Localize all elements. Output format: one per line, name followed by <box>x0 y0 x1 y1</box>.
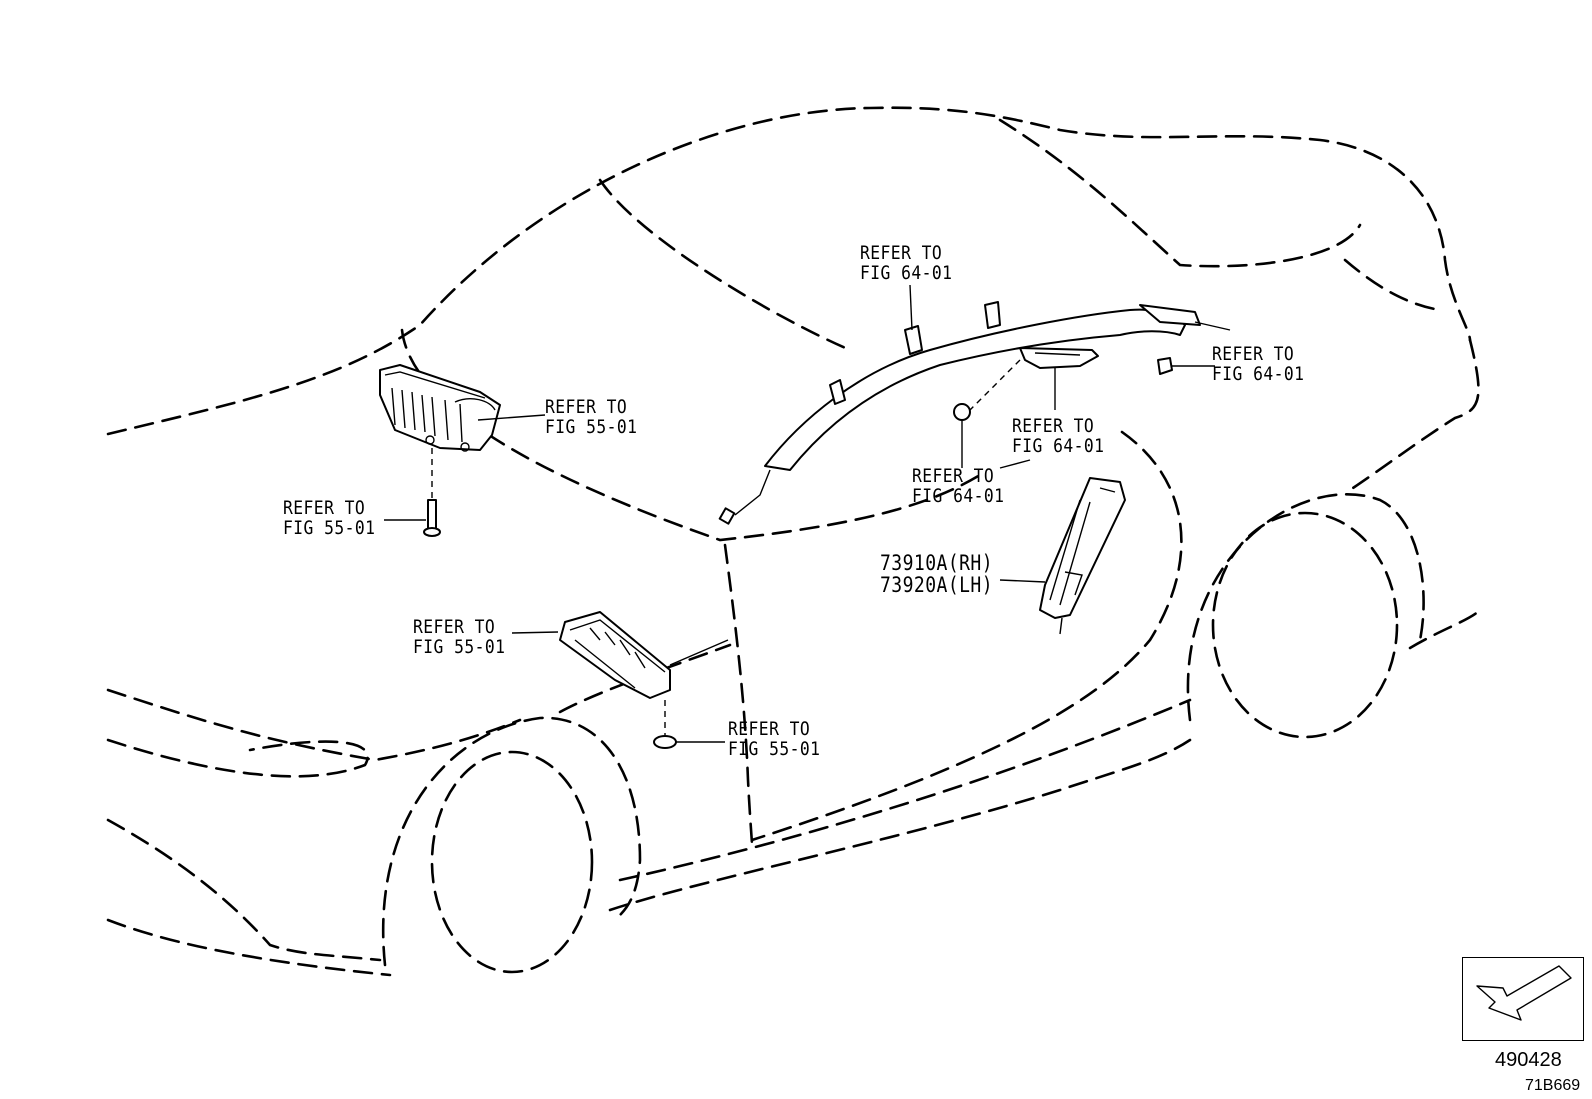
ref-line-1: REFER TO <box>283 497 366 519</box>
inset-code: 490428 <box>1495 1049 1562 1071</box>
rear-wheel <box>1211 511 1399 739</box>
ref-label-dash-bolt: REFER TO FIG 55-01 <box>283 498 375 538</box>
ref-line-2: FIG 64-01 <box>912 485 1005 507</box>
ref-line-2: FIG 64-01 <box>860 262 953 284</box>
ref-label-roof-clip: REFER TO FIG 64-01 <box>1212 344 1304 384</box>
dash-airbag[interactable] <box>379 364 501 452</box>
part-number-label[interactable]: 73910A(RH) 73920A(LH) <box>880 552 993 596</box>
ref-line-1: REFER TO <box>860 242 943 264</box>
ref-label-dash-airbag: REFER TO FIG 55-01 <box>545 397 637 437</box>
ref-line-1: REFER TO <box>545 396 628 418</box>
bumper-lower <box>106 918 392 977</box>
ref-line-2: FIG 55-01 <box>413 636 506 658</box>
ref-line-1: REFER TO <box>413 616 496 638</box>
rear-window <box>1343 258 1442 312</box>
ref-line-1: REFER TO <box>1212 343 1295 365</box>
ref-line-2: FIG 64-01 <box>1212 363 1305 385</box>
curtain-airbag[interactable] <box>718 301 1231 525</box>
rear-wheel-arch <box>1186 493 1425 722</box>
ref-label-windshield-trim: REFER TO FIG 64-01 <box>860 243 952 283</box>
ref-label-knee-airbag: REFER TO FIG 55-01 <box>413 617 505 657</box>
sill-line <box>608 738 1192 912</box>
part-number-rh[interactable]: 73910A(RH) <box>880 551 994 575</box>
lower-sill <box>618 698 1192 882</box>
dash-bolt[interactable] <box>423 499 441 537</box>
figure-code: 71B669 <box>1525 1077 1581 1094</box>
arrow-indicator-icon <box>1476 965 1572 1021</box>
fender-line <box>106 688 522 762</box>
car-outline <box>106 106 1482 977</box>
part-number-lh[interactable]: 73920A(LH) <box>880 573 994 597</box>
ref-line-2: FIG 55-01 <box>283 517 376 539</box>
ref-label-knee-clip: REFER TO FIG 55-01 <box>728 719 820 759</box>
roof-rear-edge <box>998 118 1362 268</box>
pillar-bracket[interactable] <box>1019 347 1099 369</box>
headlight-line <box>106 738 369 778</box>
front-wheel <box>430 750 594 974</box>
pillar-clip[interactable] <box>953 403 971 421</box>
ref-line-1: REFER TO <box>1012 415 1095 437</box>
ref-label-pillar-bracket: REFER TO FIG 64-01 <box>1012 416 1104 456</box>
windshield-edge <box>598 178 852 352</box>
rear-bumper <box>1408 608 1482 650</box>
door-rear-edge <box>750 430 1183 842</box>
roof-line <box>106 106 1472 436</box>
ref-line-1: REFER TO <box>728 718 811 740</box>
door-front-edge <box>723 543 754 847</box>
front-wheel-arch <box>382 716 642 967</box>
ref-line-1: REFER TO <box>912 465 995 487</box>
ref-label-curtain-bolt: REFER TO FIG 64-01 <box>912 466 1004 506</box>
knee-airbag[interactable] <box>559 611 671 699</box>
ref-line-2: FIG 64-01 <box>1012 435 1105 457</box>
ref-line-2: FIG 55-01 <box>728 738 821 760</box>
inset-view-box <box>1462 957 1584 1041</box>
roof-clip[interactable] <box>1157 357 1173 375</box>
seat-side-airbag[interactable] <box>1039 477 1126 635</box>
ref-line-2: FIG 55-01 <box>545 416 638 438</box>
rear-quarter <box>1348 338 1480 492</box>
bumper-line <box>106 818 382 962</box>
knee-clip[interactable] <box>653 735 677 749</box>
